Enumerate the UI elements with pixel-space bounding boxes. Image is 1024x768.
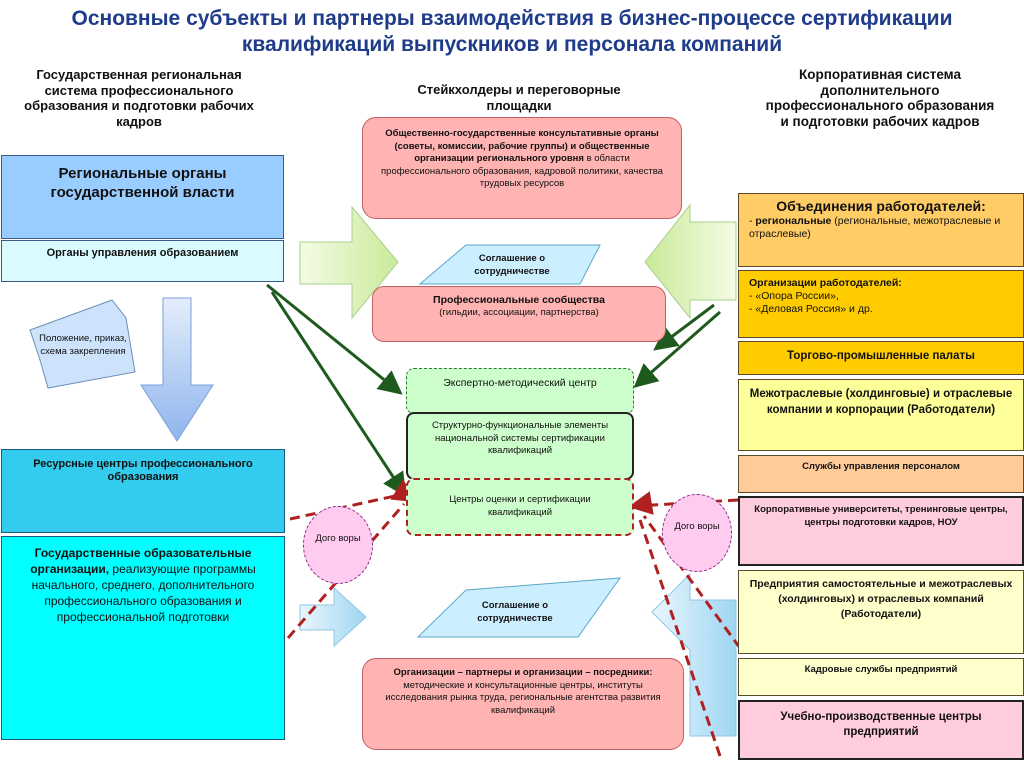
structural-elements-box: Структурно-функциональные элементы нацио… xyxy=(406,412,634,480)
employers-organizations-box: Организации работодателей: - «Опора Росс… xyxy=(738,270,1024,338)
agreement-top-shape xyxy=(418,244,601,285)
left-column-header: Государственная региональная система про… xyxy=(24,67,254,129)
polozhenie-label: Положение, приказ, схема закрепления xyxy=(39,333,127,357)
resource-centers-box: Ресурсные центры профессионального образ… xyxy=(1,449,285,533)
councils-box: Общественно-государственные консультатив… xyxy=(362,117,682,219)
right-column-header: Корпоративная система дополнительного пр… xyxy=(765,67,995,129)
agreement-bottom-shape xyxy=(416,577,622,638)
contracts-right-bubble: Дого воры xyxy=(662,494,732,572)
chambers-box: Торгово-промышленные палаты xyxy=(738,341,1024,375)
contracts-left-bubble: Дого воры xyxy=(303,506,373,584)
training-centers-box: Учебно-производственные центры предприят… xyxy=(738,700,1024,760)
education-management-box: Органы управления образованием xyxy=(1,240,284,282)
blue-down-arrow xyxy=(140,297,214,442)
assessment-centers-box: Центры оценки и сертификации квалификаци… xyxy=(406,478,634,536)
agreement-top-label: Соглашение о сотрудничестве xyxy=(474,253,550,277)
polozhenie-shape xyxy=(29,299,136,389)
holdings-box: Межотраслевые (холдинговые) и отраслевые… xyxy=(738,379,1024,451)
hr-services-box: Службы управления персоналом xyxy=(738,455,1024,493)
enterprise-hr-box: Кадровые службы предприятий xyxy=(738,658,1024,696)
gov-educational-orgs-box: Государственные образовательные организа… xyxy=(1,536,285,740)
blue-arrow-bottom-left xyxy=(299,586,367,648)
employers-associations-box: Объединения работодателей: - региональны… xyxy=(738,193,1024,267)
regional-authorities-box: Региональные органы государственной влас… xyxy=(1,155,284,239)
green-arrow-right xyxy=(644,203,737,320)
page-title: Основные субъекты и партнеры взаимодейст… xyxy=(71,7,953,56)
partners-box: Организации – партнеры и организации – п… xyxy=(362,658,684,750)
middle-column-header: Стейкхолдеры и переговорные площадки xyxy=(417,82,621,113)
expert-center-box: Экспертно-методический центр xyxy=(406,368,634,414)
corporate-universities-box: Корпоративные университеты, тренинговые … xyxy=(738,496,1024,566)
prof-communities-box: Профессиональные сообщества (гильдии, ас… xyxy=(372,286,666,342)
enterprises-box: Предприятия самостоятельные и межотрасле… xyxy=(738,570,1024,654)
agreement-bottom-label: Соглашение о сотрудничестве xyxy=(477,600,553,624)
